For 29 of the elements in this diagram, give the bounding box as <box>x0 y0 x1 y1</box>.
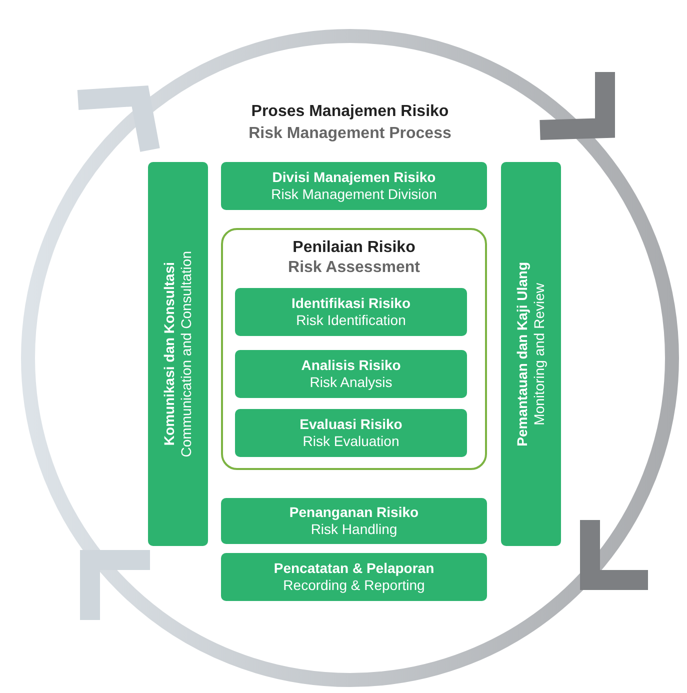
box-subheading: Risk Assessment <box>288 258 420 278</box>
box-subheading: Risk Identification <box>296 312 406 329</box>
box-heading: Penanganan Risiko <box>289 504 419 521</box>
box-heading: Evaluasi Risiko <box>300 416 402 433</box>
box-subheading: Risk Analysis <box>310 374 392 391</box>
box-heading: Divisi Manajemen Risiko <box>272 169 436 186</box>
box-subheading: Risk Evaluation <box>302 433 400 450</box>
box-heading: Pencatatan & Pelaporan <box>274 560 434 577</box>
box-subheading: Monitoring and Review <box>531 282 548 426</box>
diagram-subtitle: Risk Management Process <box>248 124 452 144</box>
group-box <box>221 228 487 470</box>
box-heading: Penilaian Risiko <box>292 238 416 258</box>
side-bar <box>148 162 208 546</box>
box-heading: Komunikasi dan Konsultasi <box>161 262 178 446</box>
diagram-title: Proses Manajemen Risiko <box>250 102 450 122</box>
process-box <box>221 162 487 210</box>
process-box <box>221 498 487 544</box>
box-subheading: Communication and Consultation <box>178 250 195 458</box>
box-heading: Identifikasi Risiko <box>291 295 411 312</box>
process-box <box>221 553 487 601</box>
box-subheading: Recording & Reporting <box>283 577 425 594</box>
process-box <box>235 288 467 336</box>
box-subheading: Risk Handling <box>310 521 398 538</box>
process-box <box>235 409 467 457</box>
process-box <box>235 350 467 398</box>
box-subheading: Risk Management Division <box>271 186 437 203</box>
side-bar <box>501 162 561 546</box>
box-heading: Pemantauan dan Kaji Ulang <box>514 262 531 446</box>
box-heading: Analisis Risiko <box>301 357 401 374</box>
